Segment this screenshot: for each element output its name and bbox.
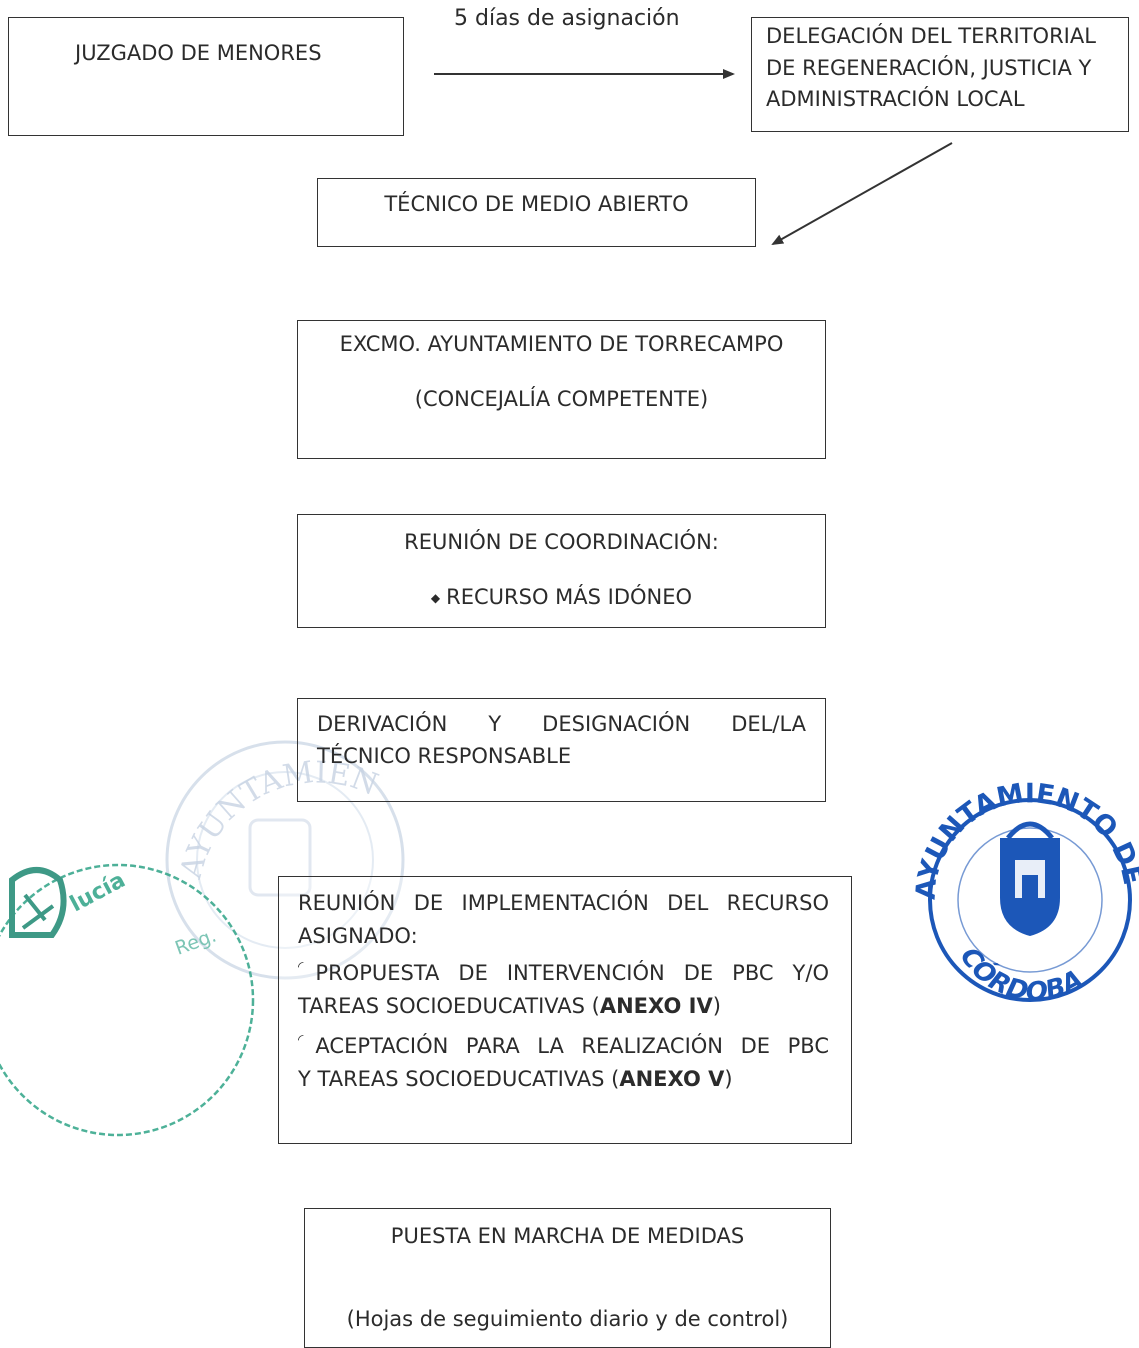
coordinacion-item: ◆ RECURSO MÁS IDÓNEO (298, 582, 825, 614)
impl-option-1-close: ) (712, 993, 721, 1018)
box-reunion-implementacion: REUNIÓN DE IMPLEMENTACIÓN DEL RECURSO AS… (278, 876, 852, 1144)
puesta-title: PUESTA EN MARCHA DE MEDIDAS (390, 1224, 745, 1248)
impl-option-1-line-2-wrap: TAREAS SOCIOEDUCATIVAS (ANEXO IV) (298, 990, 829, 1023)
impl-option-1-line-1: PROPUESTA DE INTERVENCIÓN DE PBC Y/O (315, 961, 829, 986)
box-puesta-en-marcha: PUESTA EN MARCHA DE MEDIDAS (Hojas de se… (304, 1208, 831, 1348)
right-seal-bottom-text: CÓRDOBA (954, 942, 1089, 1007)
delegacion-line-3: ADMINISTRACIÓN LOCAL (766, 87, 1025, 111)
impl-option-2-line-1: ACEPTACIÓN PARA LA REALIZACIÓN DE PBC (315, 1034, 829, 1059)
arrow-delegacion-to-tecnico (771, 142, 953, 245)
box-reunion-coordinacion: REUNIÓN DE COORDINACIÓN: ◆ RECURSO MÁS ID… (297, 514, 826, 628)
derivacion-line-1: DERIVACIÓN Y DESIGNACIÓN DEL/LA (317, 712, 806, 736)
tecnico-label: TÉCNICO DE MEDIO ABIERTO (384, 192, 689, 216)
box-ayuntamiento: EXCMO. AYUNTAMIENTO DE TORRECAMPO (CONCE… (297, 320, 826, 459)
impl-option-2-line-2-wrap: Y TAREAS SOCIOEDUCATIVAS (ANEXO V) (298, 1063, 829, 1096)
box-delegacion: DELEGACIÓN DEL TERRITORIAL DE REGENERACI… (751, 17, 1129, 132)
impl-option-1-line-2: TAREAS SOCIOEDUCATIVAS ( (298, 993, 600, 1018)
derivacion-line-2: TÉCNICO RESPONSABLE (317, 743, 572, 768)
coordinacion-title: REUNIÓN DE COORDINACIÓN: (404, 530, 719, 554)
left-seal-text: lucía (66, 868, 130, 918)
anexo-iv-label: ANEXO IV (599, 993, 713, 1018)
coat-of-arms-icon (1000, 821, 1060, 936)
delegacion-line-1: DELEGACIÓN DEL TERRITORIAL (766, 24, 1096, 48)
impl-line-1: REUNIÓN DE IMPLEMENTACIÓN DEL RECURSO (298, 891, 829, 915)
impl-line-2: ASIGNADO: (298, 923, 418, 948)
right-seal-stamp: AYUNTAMIENTO DE TORRECAMPO CÓRDOBA (0, 0, 1139, 1007)
left-seal-reg: Reg. (172, 925, 219, 960)
arrow-label: 5 días de asignación (454, 6, 680, 31)
right-seal-top-text: AYUNTAMIENTO DE TORRECAMPO (0, 0, 1139, 901)
junta-logo-icon (9, 867, 67, 938)
delegacion-line-2: DE REGENERACIÓN, JUSTICIA Y (766, 55, 1092, 80)
left-seal-stamp: lucía Reg. (0, 863, 255, 1137)
box-juzgado: JUZGADO DE MENORES (8, 17, 404, 136)
impl-option-2: ◜ ACEPTACIÓN PARA LA REALIZACIÓN DE PBC (298, 1030, 829, 1063)
diamond-bullet-icon: ◆ (430, 591, 441, 605)
svg-text:AYUNTAMIENTO DE TORRECAMPO: AYUNTAMIENTO DE TORRECAMPO (0, 0, 1139, 901)
impl-option-2-close: ) (724, 1066, 733, 1091)
ayuntamiento-title: EXCMO. AYUNTAMIENTO DE TORRECAMPO (339, 332, 784, 356)
juzgado-label: JUZGADO DE MENORES (75, 41, 322, 65)
ayuntamiento-sub: (CONCEJALÍA COMPETENTE) (414, 387, 709, 411)
box-derivacion: DERIVACIÓN Y DESIGNACIÓN DEL/LA TÉCNICO … (297, 698, 826, 802)
option-circle-icon: ◜ (298, 959, 304, 976)
anexo-v-label: ANEXO V (619, 1066, 725, 1091)
option-circle-icon: ◜ (298, 1032, 304, 1049)
coordinacion-item-text: RECURSO MÁS IDÓNEO (446, 585, 693, 609)
puesta-sub: (Hojas de seguimiento diario y de contro… (346, 1307, 789, 1331)
box-tecnico: TÉCNICO DE MEDIO ABIERTO (317, 178, 756, 247)
impl-option-2-line-2: Y TAREAS SOCIOEDUCATIVAS ( (298, 1066, 620, 1091)
impl-option-1: ◜ PROPUESTA DE INTERVENCIÓN DE PBC Y/O (298, 957, 829, 990)
svg-text:CÓRDOBA: CÓRDOBA (954, 942, 1089, 1007)
